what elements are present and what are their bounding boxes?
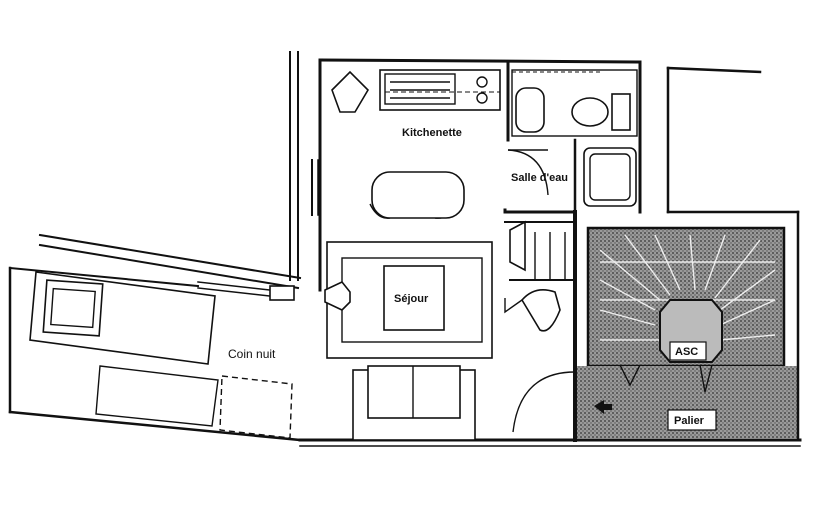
storage-closet: [504, 220, 566, 332]
kitchen-counter: [379, 69, 501, 111]
entrance-door: [512, 371, 612, 433]
coffee-table-rug: [324, 241, 493, 359]
entry-arrow-icon: [594, 400, 612, 414]
label-coin-nuit: Coin nuit: [228, 347, 276, 361]
bed: [29, 271, 293, 439]
label-salle-deau: Salle d'eau: [511, 172, 568, 184]
sofa: [352, 365, 476, 441]
armchair-icon: [331, 70, 370, 113]
label-kitchenette: Kitchenette: [402, 127, 462, 139]
label-sejour: Séjour: [394, 293, 429, 305]
walls: [8, 51, 802, 447]
label-palier: Palier: [674, 415, 705, 427]
dining-table: [369, 171, 465, 219]
label-asc: ASC: [675, 346, 698, 358]
bathroom-fixtures: [507, 69, 638, 207]
